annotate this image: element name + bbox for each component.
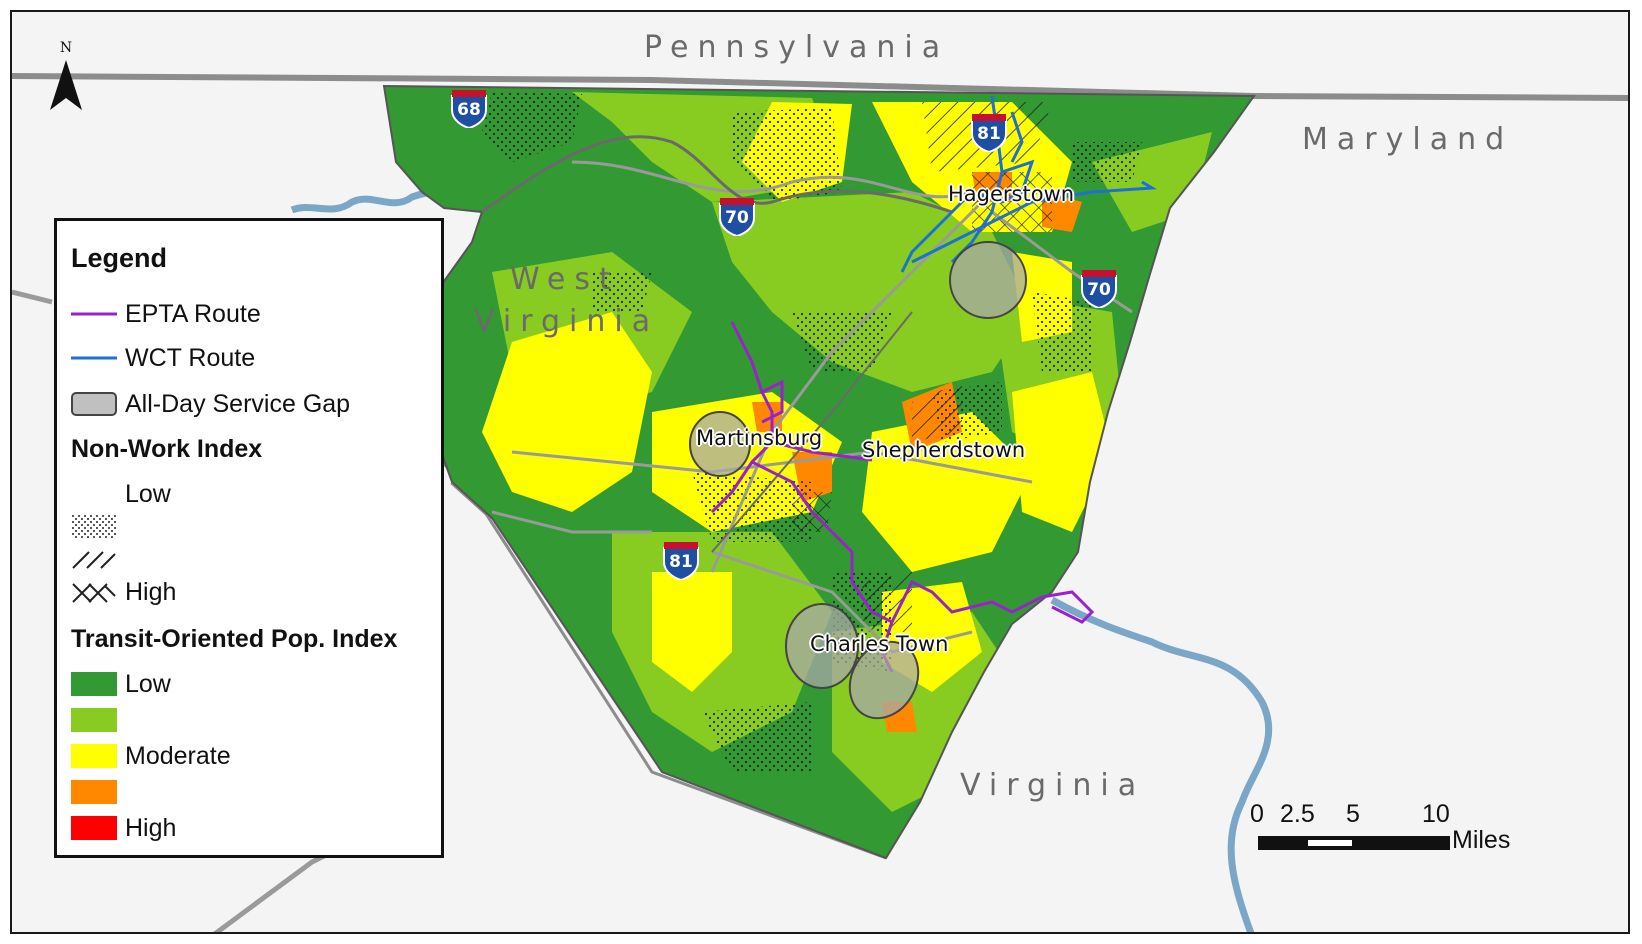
north-arrow-label: N bbox=[59, 40, 73, 56]
state-label-pennsylvania: Pennsylvania bbox=[644, 30, 950, 65]
legend-label-non-work-low: Low bbox=[125, 479, 171, 508]
legend-item-top-low-moderate bbox=[71, 705, 125, 735]
legend-item-top-moderate-high bbox=[71, 777, 125, 807]
legend-item-non-work-dots bbox=[71, 511, 125, 541]
legend-item-top-low: Low bbox=[71, 669, 171, 699]
state-label-west-virginia-line2: Virginia bbox=[474, 304, 660, 339]
legend-label-wct-route: WCT Route bbox=[125, 343, 256, 372]
scale-tick-0: 0 bbox=[1250, 800, 1264, 828]
state-label-west-virginia-line1: West bbox=[510, 262, 620, 297]
interstate-68-shield: 68 bbox=[450, 88, 488, 130]
state-label-maryland: Maryland bbox=[1302, 122, 1514, 157]
legend-section-non-work: Non-Work Index bbox=[71, 435, 263, 463]
town-label-charles-town: Charles Town bbox=[810, 632, 949, 656]
legend: Legend EPTA Route WCT Route All-Day Serv… bbox=[54, 218, 444, 858]
scale-tick-10: 10 bbox=[1422, 800, 1450, 828]
legend-item-epta-route: EPTA Route bbox=[71, 299, 261, 329]
legend-label-top-moderate: Moderate bbox=[125, 741, 231, 770]
service-gaps bbox=[689, 241, 1027, 720]
legend-item-top-high: High bbox=[71, 813, 176, 843]
town-label-hagerstown: Hagerstown bbox=[948, 182, 1075, 206]
legend-label-top-high: High bbox=[125, 813, 177, 842]
legend-section-transit-pop: Transit-Oriented Pop. Index bbox=[71, 625, 398, 653]
scale-tick-2-5: 2.5 bbox=[1280, 800, 1315, 828]
town-label-shepherdstown: Shepherdstown bbox=[862, 438, 1026, 462]
legend-label-non-work-high: High bbox=[125, 577, 177, 606]
interstate-81-north-shield: 81 bbox=[970, 112, 1008, 154]
legend-label-top-low: Low bbox=[125, 669, 171, 698]
legend-title: Legend bbox=[71, 243, 168, 273]
interstate-70-west-shield: 70 bbox=[718, 196, 756, 238]
legend-label-service-gap: All-Day Service Gap bbox=[125, 389, 351, 418]
town-label-martinsburg: Martinsburg bbox=[696, 426, 823, 450]
legend-item-wct-route: WCT Route bbox=[71, 343, 255, 373]
scale-bar: 0 2.5 5 10 Miles bbox=[1250, 800, 1550, 870]
scale-tick-5: 5 bbox=[1346, 800, 1360, 828]
legend-item-top-moderate: Moderate bbox=[71, 741, 231, 771]
interstate-81-south-shield: 81 bbox=[662, 540, 700, 582]
legend-item-service-gap: All-Day Service Gap bbox=[71, 389, 350, 419]
legend-label-epta-route: EPTA Route bbox=[125, 299, 261, 328]
north-arrow-icon bbox=[50, 60, 82, 110]
north-arrow: N bbox=[48, 40, 84, 120]
scale-bar-graphic bbox=[1258, 836, 1450, 850]
state-label-virginia: Virginia bbox=[960, 768, 1146, 803]
legend-item-non-work-low: Low bbox=[71, 479, 171, 509]
legend-item-non-work-hatch bbox=[71, 543, 125, 573]
map-frame: Pennsylvania Maryland West Virginia Virg… bbox=[10, 10, 1630, 934]
interstate-70-east-shield: 70 bbox=[1080, 268, 1118, 310]
legend-item-non-work-high: High bbox=[71, 577, 176, 607]
scale-unit: Miles bbox=[1452, 826, 1511, 854]
